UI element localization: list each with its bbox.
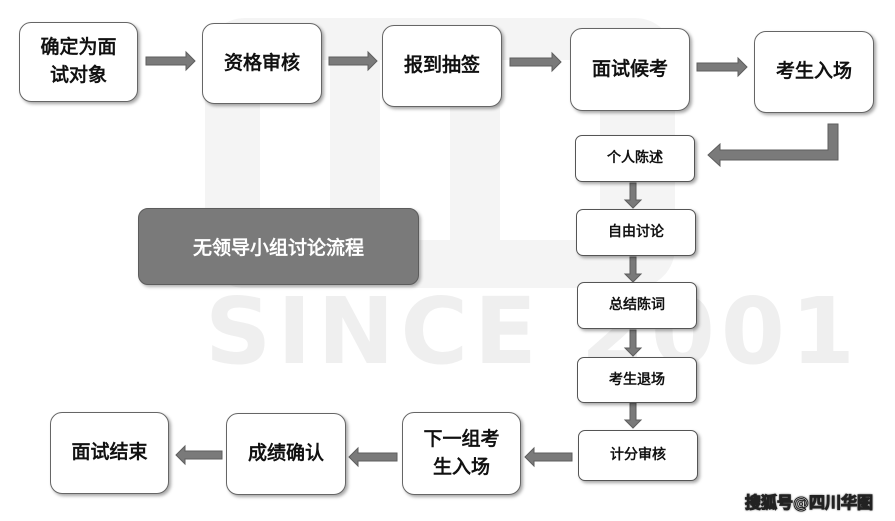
node-label: 下一组考 生入场 (423, 427, 500, 478)
node-qualification-review: 资格审核 (202, 23, 322, 104)
arrow-2 (328, 50, 378, 72)
arrow-1 (145, 50, 196, 72)
node-register-draw: 报到抽签 (382, 25, 502, 107)
arrow-elbow (707, 123, 839, 168)
node-label: 面试候考 (591, 57, 668, 80)
node-score-review: 计分审核 (578, 430, 698, 481)
arrow-b1 (524, 446, 573, 468)
diagram-title: 无领导小组讨论流程 (138, 208, 419, 285)
watermark-text: SINCE 2001 (205, 278, 861, 385)
node-label: 考生入场 (775, 60, 852, 83)
arrow-4 (696, 56, 748, 78)
arrow-3 (509, 51, 562, 73)
node-score-confirm: 成绩确认 (226, 413, 346, 495)
node-label: 成绩确认 (247, 442, 324, 465)
node-candidate-enter: 考生入场 (754, 31, 874, 113)
node-label: 总结陈词 (609, 297, 665, 314)
node-label: 面试结束 (71, 441, 148, 464)
arrow-v3 (623, 329, 643, 357)
title-text: 无领导小组讨论流程 (192, 237, 364, 259)
node-label: 资格审核 (223, 51, 300, 74)
arrow-v4 (623, 402, 643, 429)
node-label: 确定为面 试对象 (40, 36, 117, 86)
node-personal-statement: 个人陈述 (575, 135, 695, 182)
node-label: 自由讨论 (608, 224, 664, 241)
node-label: 报到抽签 (403, 54, 480, 77)
arrow-v1 (623, 182, 643, 209)
node-confirm-candidates: 确定为面 试对象 (19, 22, 138, 102)
node-label: 考生退场 (609, 371, 665, 388)
node-interview-end: 面试结束 (50, 412, 169, 494)
arrow-v2 (623, 256, 643, 283)
arrow-b2 (348, 446, 398, 468)
node-candidate-exit: 考生退场 (577, 357, 697, 403)
source-credit: 搜狐号@四川华图 (744, 493, 873, 513)
node-label: 计分审核 (610, 447, 666, 464)
node-summary: 总结陈词 (577, 282, 697, 329)
node-waiting: 面试候考 (570, 28, 690, 111)
node-label: 个人陈述 (607, 150, 663, 167)
node-free-discussion: 自由讨论 (576, 209, 696, 256)
node-next-group-enter: 下一组考 生入场 (402, 412, 521, 495)
arrow-b3 (175, 444, 223, 466)
